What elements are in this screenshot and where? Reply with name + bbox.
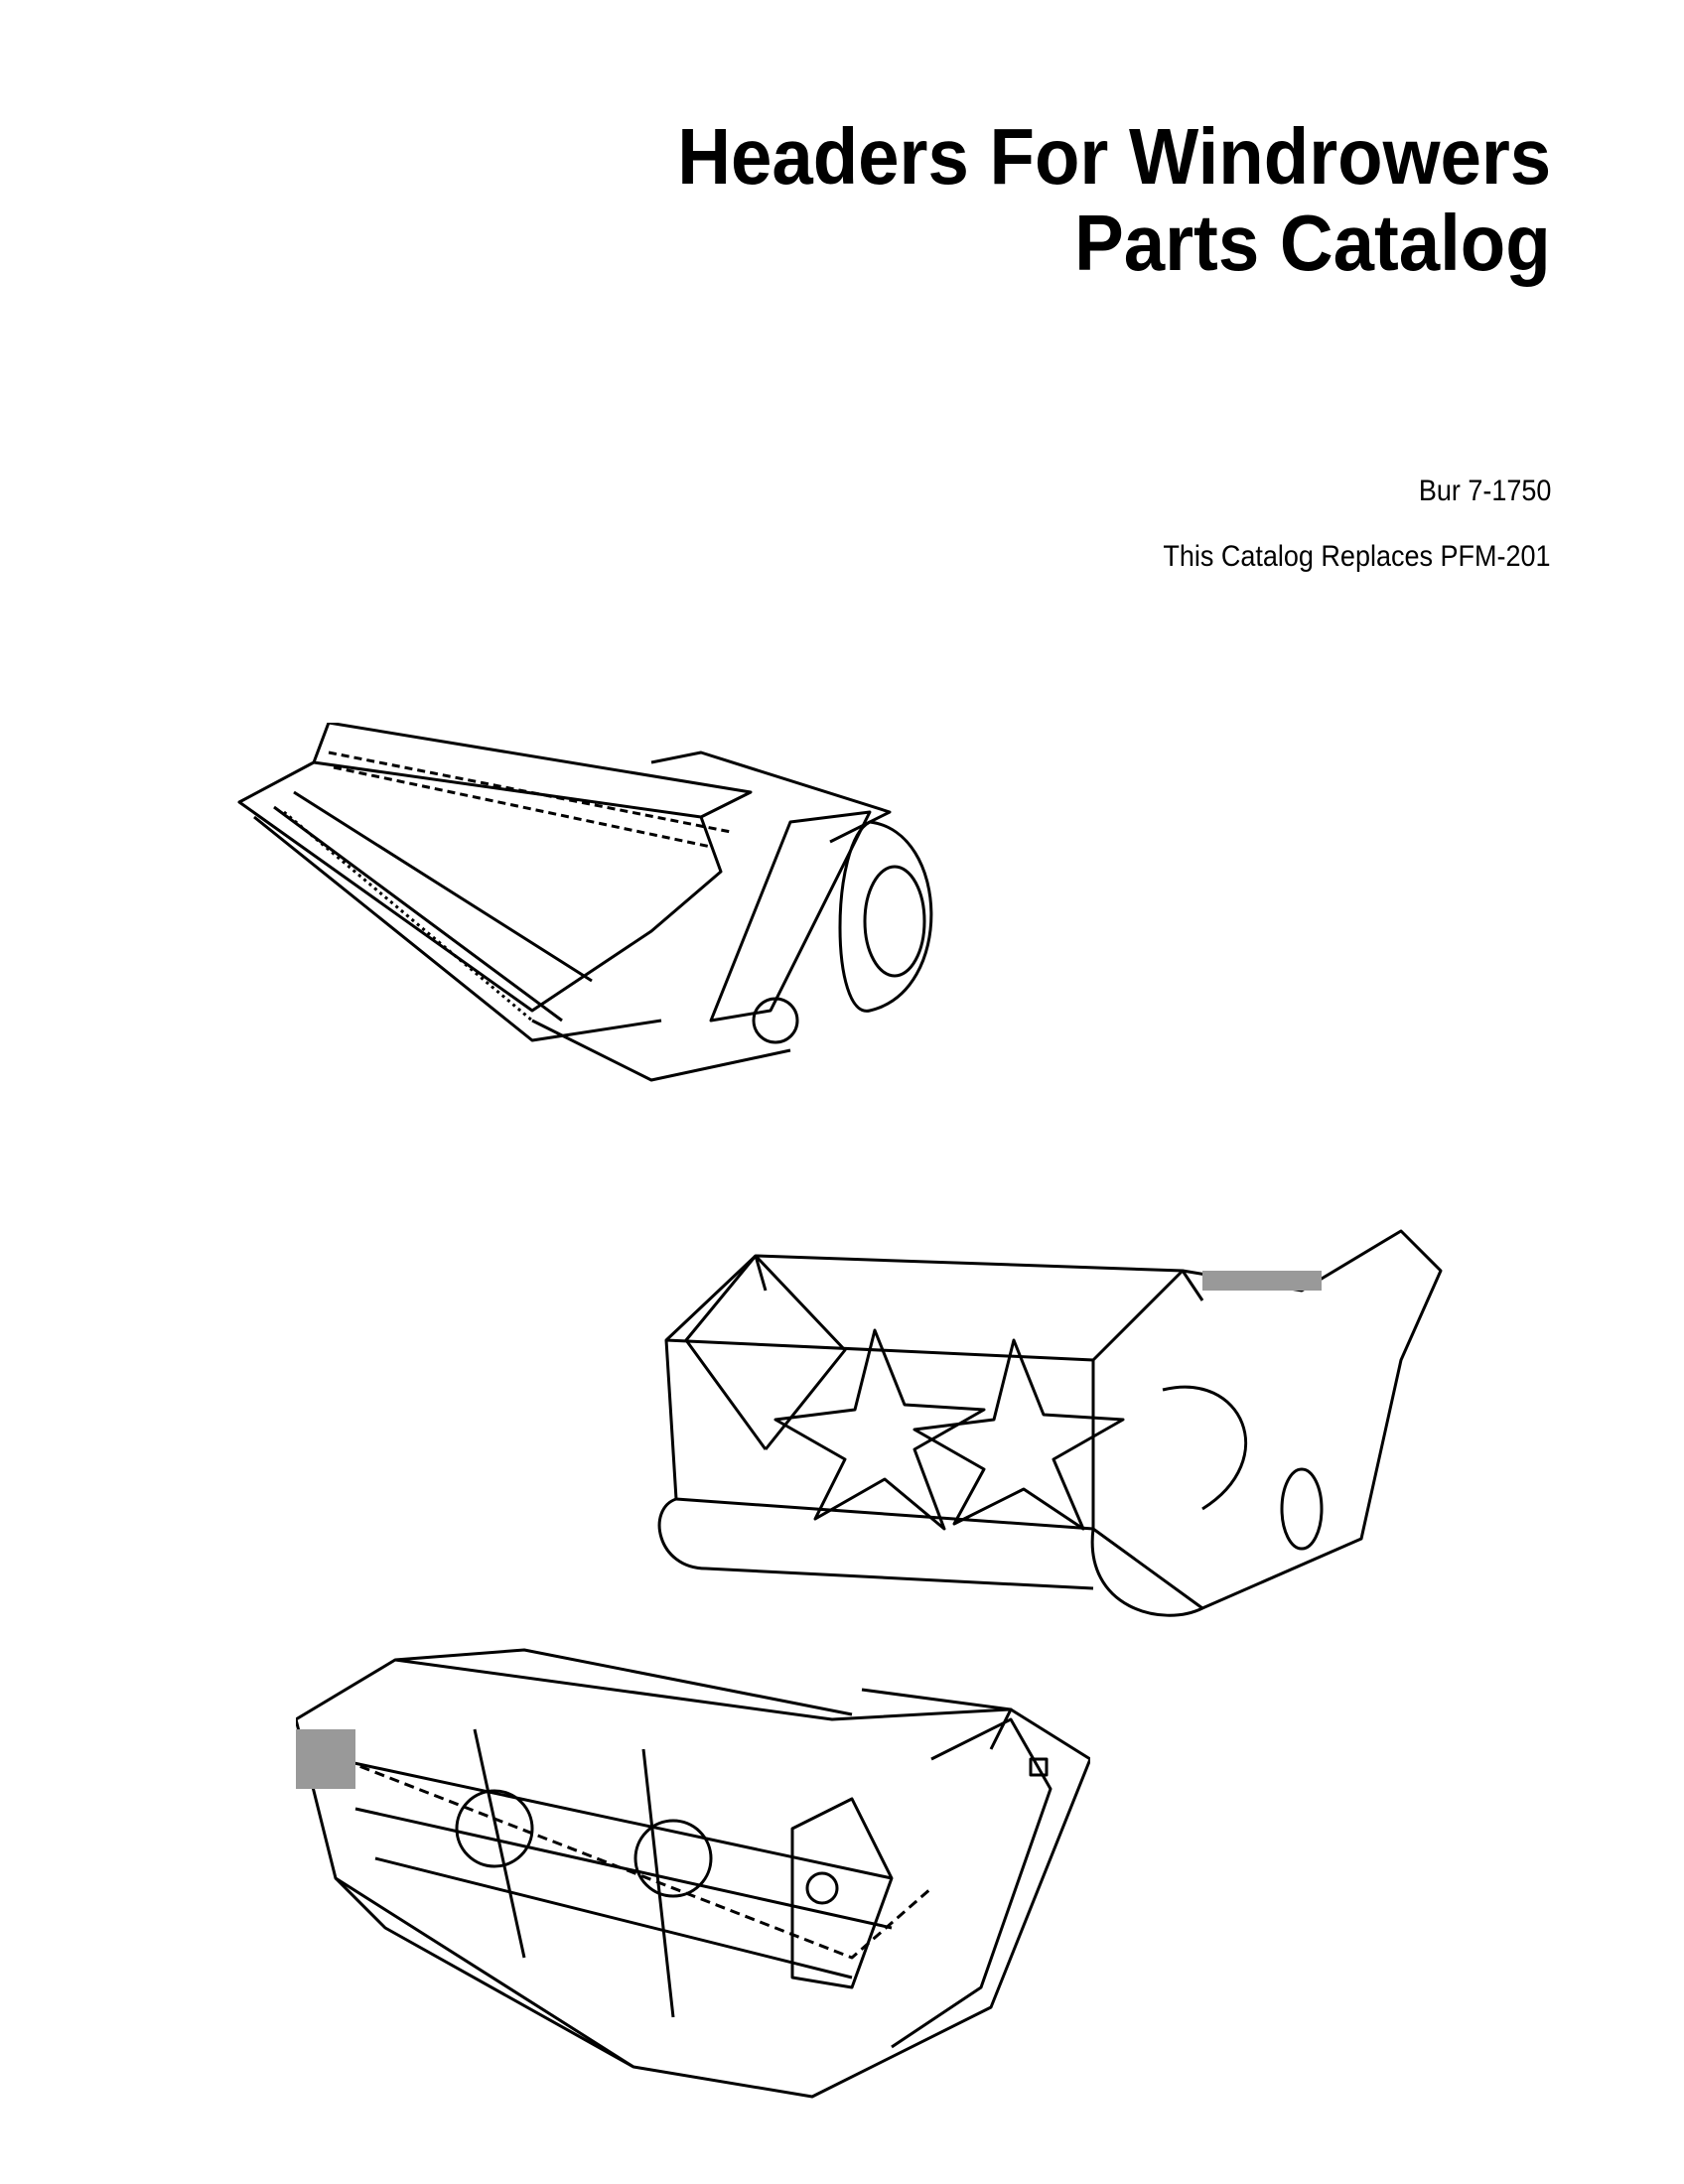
title-line-2: Parts Catalog: [1074, 199, 1551, 287]
form-number: Bur 7-1750: [1418, 475, 1551, 507]
windrower-header-illustration-2: [657, 1229, 1443, 1617]
replaces-note: This Catalog Replaces PFM-201: [1163, 540, 1551, 573]
windrower-header-illustration-1: [237, 723, 933, 1082]
windrower-header-illustration-3: [296, 1648, 1090, 2099]
title-line-1: Headers For Windrowers: [677, 112, 1551, 201]
